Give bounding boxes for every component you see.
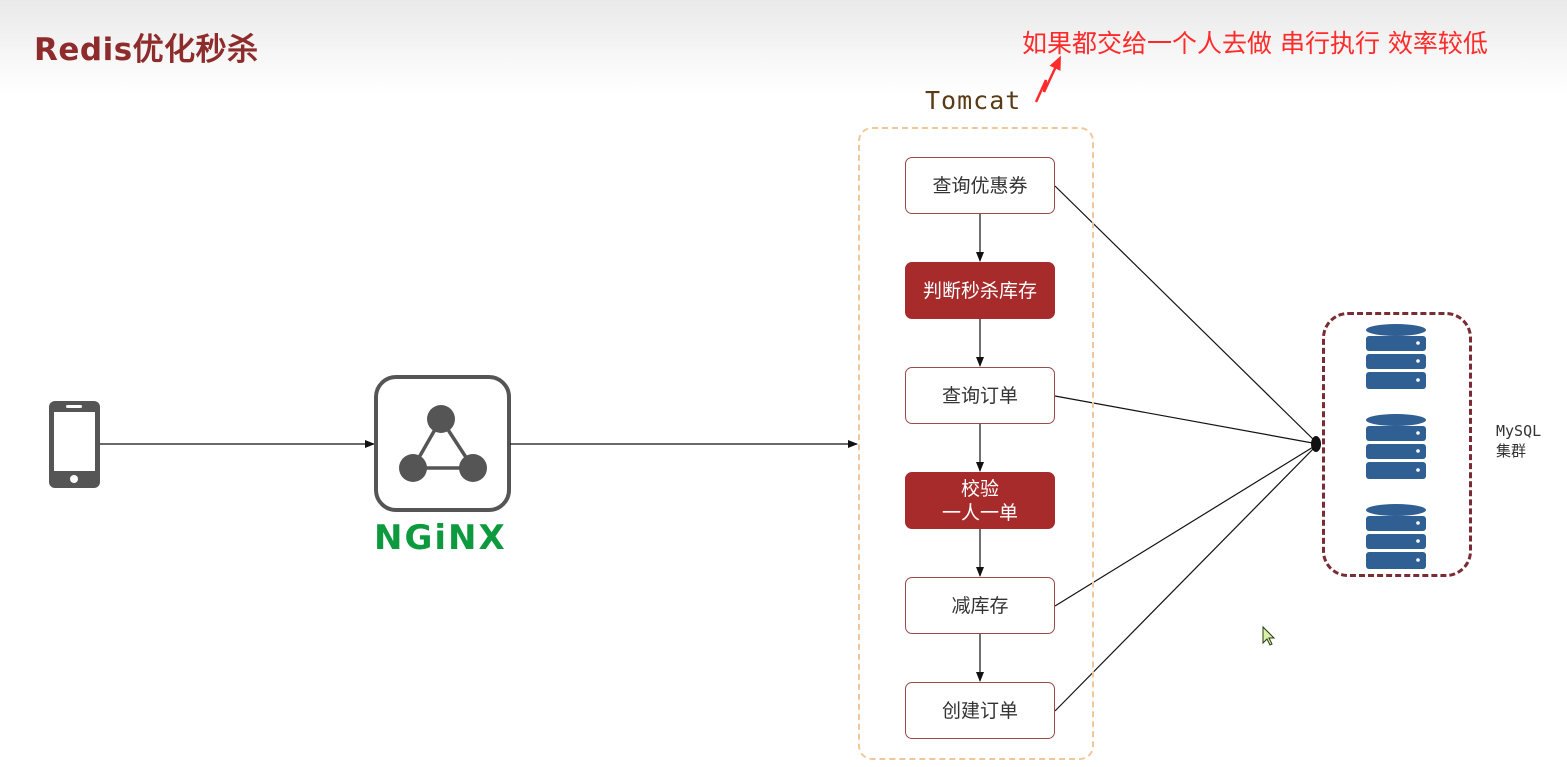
tomcat-container: [858, 127, 1094, 760]
step-reduce-stock: 减库存: [905, 577, 1055, 634]
mouse-cursor-icon: [1262, 625, 1276, 646]
connector-reduce-stock: [1054, 443, 1319, 607]
step-verify-one-order-per-user: 校验 一人一单: [905, 472, 1055, 529]
annotation-arrow: [1034, 55, 1061, 103]
nginx-wordmark: NGiNX: [374, 518, 507, 558]
tomcat-label: Tomcat: [925, 86, 1022, 115]
mysql-cluster: [1322, 312, 1472, 577]
connector-query-coupon: [1054, 185, 1319, 445]
step-query-order: 查询订单: [905, 367, 1055, 424]
mysql-cluster-label: MySQL 集群: [1496, 422, 1542, 460]
database-icon: [1366, 504, 1426, 569]
db-connectors: [1054, 185, 1319, 712]
nginx-logo-icon: [374, 375, 511, 512]
connector-junction: [1311, 436, 1321, 452]
annotation-text: 如果都交给一个人去做 串行执行 效率较低: [1022, 29, 1488, 58]
header-band: [0, 0, 1567, 95]
step-create-order: 创建订单: [905, 682, 1055, 739]
connector-query-order: [1054, 395, 1319, 445]
connector-create-order: [1054, 443, 1319, 712]
step-check-seckill-stock: 判断秒杀库存: [905, 262, 1055, 319]
page-title: Redis优化秒杀: [34, 32, 259, 68]
step-query-coupon: 查询优惠券: [905, 157, 1055, 214]
database-icon: [1366, 414, 1426, 479]
phone-icon: [49, 401, 100, 488]
database-icon: [1366, 324, 1426, 389]
